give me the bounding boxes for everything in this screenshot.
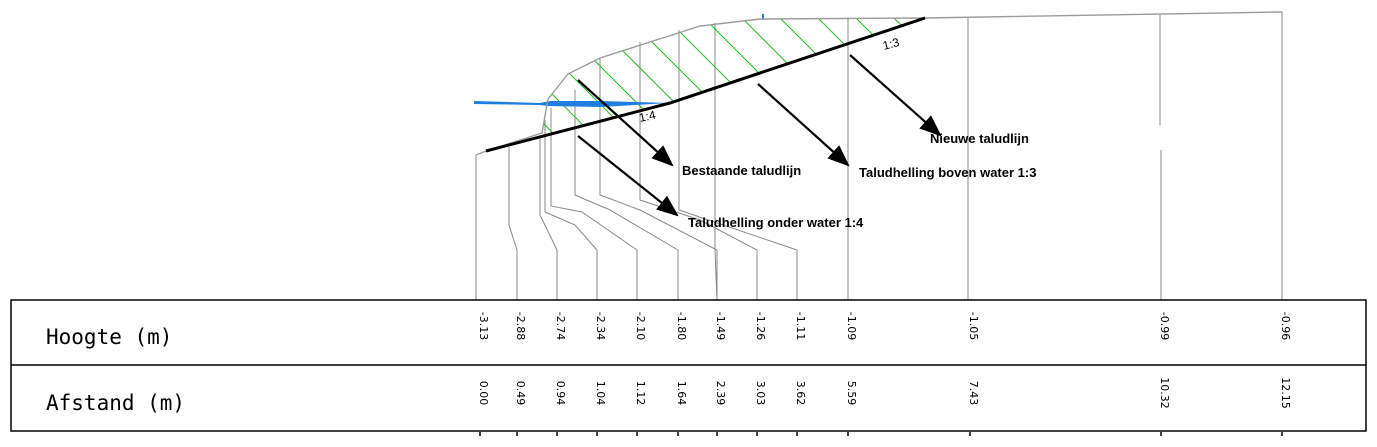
existing-slope-line bbox=[475, 11, 1283, 156]
arrow-bestaande bbox=[577, 79, 674, 167]
profile-vertical-line bbox=[539, 136, 558, 300]
profile-vertical-line bbox=[678, 30, 798, 300]
slope-label-lower: 1:4 bbox=[638, 108, 658, 125]
height-values: -3.13 -2.88 -2.74 -2.34 -2.10 -1.80 -1.49 -1.26… bbox=[477, 312, 1292, 340]
height-value: -1.80 bbox=[675, 312, 688, 340]
distance-value: 0.94 bbox=[554, 381, 567, 406]
height-value: -1.11 bbox=[794, 312, 807, 340]
distance-value: 7.43 bbox=[967, 381, 980, 406]
profile-vertical-lines bbox=[475, 12, 1283, 301]
arrow-nieuwe bbox=[849, 54, 942, 137]
water-surface bbox=[474, 14, 764, 107]
callout-taludhelling-boven: Taludhelling boven water 1:3 bbox=[859, 165, 1036, 180]
distance-value: 0.00 bbox=[477, 381, 490, 406]
distance-value: 3.03 bbox=[754, 381, 767, 406]
excavation-hatch-area bbox=[486, 18, 925, 151]
distance-values: 0.00 0.49 0.94 1.04 1.12 1.64 2.39 3.03 3.62 5.59… bbox=[477, 377, 1292, 436]
distance-value: 3.62 bbox=[794, 381, 807, 406]
callout-taludhelling-onder: Taludhelling onder water 1:4 bbox=[688, 215, 864, 230]
height-value: -2.34 bbox=[594, 312, 607, 340]
height-value: -3.13 bbox=[477, 312, 490, 340]
height-value: -0.99 bbox=[1158, 312, 1171, 340]
arrow-onder bbox=[577, 135, 679, 217]
height-row-label: Hoogte (m) bbox=[46, 325, 172, 349]
profile-vertical-line bbox=[639, 42, 758, 300]
profile-vertical-line bbox=[599, 58, 718, 300]
profile-vertical-line bbox=[714, 23, 718, 301]
arrow-boven bbox=[757, 83, 850, 167]
height-value: -2.88 bbox=[514, 312, 527, 340]
callout-arrows bbox=[577, 54, 942, 217]
distance-row-label: Afstand (m) bbox=[46, 391, 185, 415]
distance-value: 2.39 bbox=[714, 381, 727, 406]
profile-table: Hoogte (m) Afstand (m) -3.13 -2.88 -2.74 -2… bbox=[10, 299, 1367, 436]
slope-label-upper: 1:3 bbox=[881, 35, 901, 53]
distance-value: 1.12 bbox=[634, 381, 647, 406]
distance-value: 5.59 bbox=[845, 381, 858, 406]
height-value: -2.10 bbox=[634, 312, 647, 340]
height-value: -1.05 bbox=[967, 312, 980, 340]
height-value: -1.09 bbox=[845, 312, 858, 340]
profile-vertical-line bbox=[544, 120, 598, 300]
distance-value: 0.49 bbox=[514, 381, 527, 406]
distance-value: 12.15 bbox=[1279, 377, 1292, 409]
profile-vertical-line bbox=[574, 90, 679, 300]
height-value: -1.49 bbox=[714, 312, 727, 340]
distance-value: 1.04 bbox=[594, 381, 607, 406]
height-value: -1.26 bbox=[754, 312, 767, 340]
callout-bestaande-taludlijn: Bestaande taludlijn bbox=[682, 163, 801, 178]
profile-vertical-line bbox=[550, 108, 638, 300]
new-slope-line bbox=[485, 16, 926, 153]
height-value: -0.96 bbox=[1279, 312, 1292, 340]
callout-nieuwe-taludlijn: Nieuwe taludlijn bbox=[930, 131, 1029, 146]
profile-vertical-line bbox=[508, 147, 518, 300]
distance-value: 1.64 bbox=[675, 381, 688, 406]
distance-value: 10.32 bbox=[1158, 377, 1171, 409]
height-value: -2.74 bbox=[554, 312, 567, 340]
